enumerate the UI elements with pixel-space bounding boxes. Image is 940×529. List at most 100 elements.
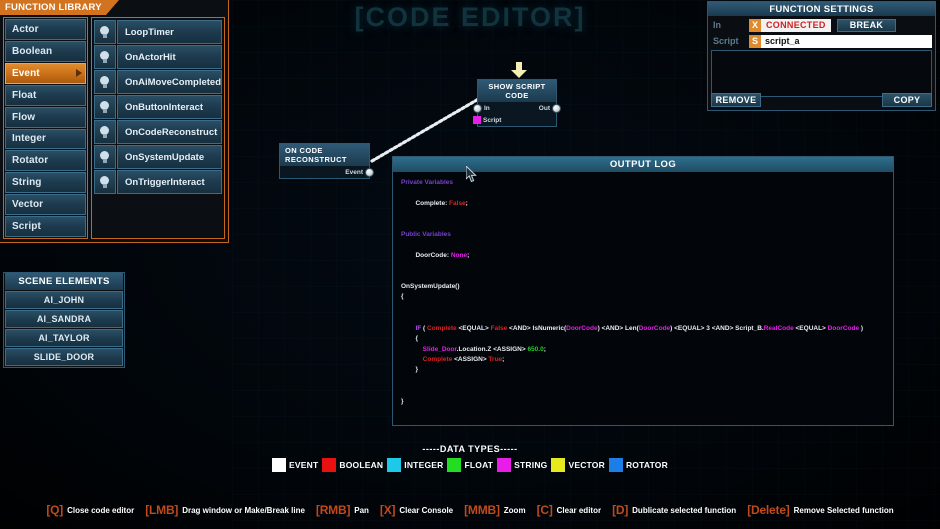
port-label-script: Script xyxy=(483,116,502,124)
category-item-label: String xyxy=(12,177,42,189)
node-title-show-script-code: SHOW SCRIPT CODE xyxy=(478,80,556,102)
code-line: { xyxy=(401,334,885,344)
pin-script-icon[interactable] xyxy=(473,116,481,124)
code-token: <AND> xyxy=(507,324,533,332)
category-item-boolean[interactable]: Boolean xyxy=(5,40,86,62)
category-item-label: Rotator xyxy=(12,155,49,167)
code-token: ; xyxy=(467,251,470,259)
code-token: <ASSIGN> xyxy=(491,345,528,353)
function-item-onaimovecompleted[interactable]: OnAiMoveCompleted xyxy=(93,70,222,94)
function-item-ontriggerinteract[interactable]: OnTriggerInteract xyxy=(93,170,222,194)
category-item-label: Boolean xyxy=(12,45,53,57)
code-line: { xyxy=(401,292,885,302)
code-line xyxy=(401,240,885,250)
category-item-actor[interactable]: Actor xyxy=(5,19,86,40)
legend-swatch-integer xyxy=(387,458,402,472)
keybinding-x: [X]Clear Console xyxy=(380,503,453,517)
code-token: ) <AND> Len( xyxy=(597,324,639,332)
keybinding-desc: Close code editor xyxy=(67,505,135,515)
port-script[interactable]: Script xyxy=(473,116,502,124)
keybinding-key: [C] xyxy=(536,503,553,517)
code-token: } xyxy=(415,366,418,374)
keybinding-key: [MMB] xyxy=(464,503,500,517)
code-token: IsNumeric( xyxy=(532,324,567,332)
category-item-integer[interactable]: Integer xyxy=(5,128,86,150)
category-item-label: Vector xyxy=(12,199,44,211)
port-event-out[interactable]: Event xyxy=(345,167,374,177)
data-types-legend-title: -----DATA TYPES----- xyxy=(422,444,518,454)
keybinding-desc: Clear editor xyxy=(556,505,602,515)
code-line xyxy=(401,209,885,219)
category-item-label: Float xyxy=(12,89,37,101)
node-title-on-code-reconstruct: ON CODE RECONSTRUCT xyxy=(280,144,369,166)
code-token: IF xyxy=(415,324,422,332)
pin-out-icon[interactable] xyxy=(552,103,561,113)
keybinding-desc: Zoom xyxy=(503,505,526,515)
category-item-float[interactable]: Float xyxy=(5,84,86,106)
settings-row-in: In X CONNECTED BREAK xyxy=(711,18,932,32)
node-show-script-code[interactable]: SHOW SCRIPT CODE In Out Script xyxy=(473,79,561,127)
port-out[interactable]: Out xyxy=(538,103,561,113)
keybinding-key: [RMB] xyxy=(315,503,351,517)
category-item-flow[interactable]: Flow xyxy=(5,106,86,128)
lightbulb-icon xyxy=(93,70,116,94)
category-item-label: Script xyxy=(12,221,41,233)
function-item-label: LoopTimer xyxy=(116,20,222,44)
function-settings-panel: FUNCTION SETTINGS In X CONNECTED BREAK S… xyxy=(707,1,936,111)
connection-status-badge: CONNECTED xyxy=(761,18,831,32)
function-item-oncodereconstruct[interactable]: OnCodeReconstruct xyxy=(93,120,222,144)
scene-element-ai_john[interactable]: AI_JOHN xyxy=(5,291,123,309)
node-on-code-reconstruct[interactable]: ON CODE RECONSTRUCT Event xyxy=(279,143,374,179)
function-item-looptimer[interactable]: LoopTimer xyxy=(93,20,222,44)
port-label-out: Out xyxy=(538,104,550,112)
category-item-label: Actor xyxy=(12,23,39,35)
keybinding-desc: Clear Console xyxy=(399,505,454,515)
legend-swatch-float xyxy=(447,458,462,472)
break-button[interactable]: BREAK xyxy=(836,18,897,32)
function-settings-empty-area xyxy=(711,50,932,97)
legend-item-rotator: ROTATOR xyxy=(608,458,668,472)
function-item-onbuttoninteract[interactable]: OnButtonInteract xyxy=(93,95,222,119)
function-item-onsystemupdate[interactable]: OnSystemUpdate xyxy=(93,145,222,169)
scene-element-ai_sandra[interactable]: AI_SANDRA xyxy=(5,310,123,328)
keybinding-key: [LMB] xyxy=(145,503,179,517)
port-in[interactable]: In xyxy=(473,103,490,113)
code-token: 650.0 xyxy=(527,345,544,353)
category-item-label: Event xyxy=(12,67,40,79)
code-token: ( xyxy=(421,324,428,332)
script-type-badge: S xyxy=(749,34,761,48)
function-item-onactorhit[interactable]: OnActorHit xyxy=(93,45,222,69)
keybinding-key: [Q] xyxy=(46,503,64,517)
category-item-event[interactable]: Event xyxy=(5,62,86,84)
lightbulb-icon xyxy=(93,120,116,144)
keybinding-rmb: [RMB]Pan xyxy=(316,503,369,517)
legend-label: VECTOR xyxy=(568,460,605,470)
code-token: False xyxy=(449,199,466,207)
category-item-string[interactable]: String xyxy=(5,172,86,194)
script-name-input[interactable] xyxy=(761,34,932,48)
category-item-label: Integer xyxy=(12,133,47,145)
scene-element-slide_door[interactable]: SLIDE_DOOR xyxy=(5,348,123,366)
lightbulb-icon xyxy=(93,170,116,194)
category-item-script[interactable]: Script xyxy=(5,216,86,238)
keybinding-desc: Remove Selected function xyxy=(793,505,894,515)
code-token: { xyxy=(401,293,404,301)
category-item-vector[interactable]: Vector xyxy=(5,194,86,216)
category-item-rotator[interactable]: Rotator xyxy=(5,150,86,172)
pin-in-icon[interactable] xyxy=(473,103,482,113)
scene-element-ai_taylor[interactable]: AI_TAYLOR xyxy=(5,329,123,347)
function-item-label: OnAiMoveCompleted xyxy=(116,70,222,94)
category-item-label: Flow xyxy=(12,111,36,123)
code-line xyxy=(401,376,885,386)
code-token: <ASSIGN> xyxy=(452,355,489,363)
output-log-code[interactable]: Private Variables Complete: False; Publi… xyxy=(393,172,893,425)
legend-item-boolean: BOOLEAN xyxy=(322,458,383,472)
copy-button[interactable]: COPY xyxy=(882,93,932,107)
code-line: Slide_Door.Location.Z <ASSIGN> 650.0; xyxy=(401,345,885,355)
pin-event-out-icon[interactable] xyxy=(365,167,374,177)
function-library-header: FUNCTION LIBRARY xyxy=(0,0,119,15)
remove-button[interactable]: REMOVE xyxy=(711,93,761,107)
